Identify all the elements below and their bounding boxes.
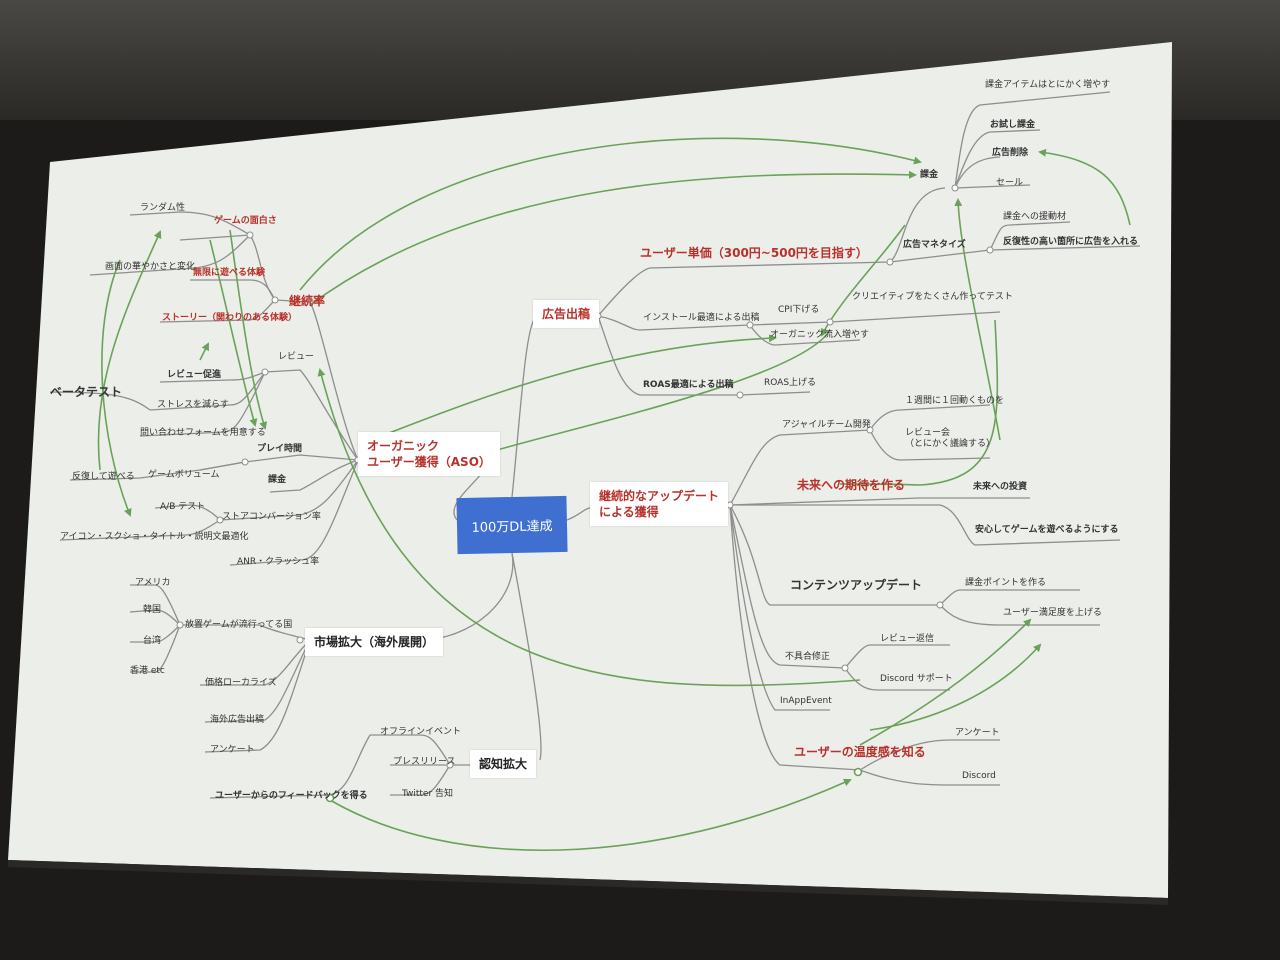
label-random: ランダム性 — [140, 203, 186, 213]
label-ab-test: A/B テスト — [160, 502, 206, 512]
label-america: アメリカ — [135, 578, 171, 588]
screen-bottom-shadow — [8, 860, 1168, 905]
label-enquete-left: アンケート — [210, 745, 255, 755]
center-node: 100万DL達成 — [456, 495, 568, 555]
branch-market: 市場拡大（海外展開） — [305, 628, 444, 657]
label-roas-saiteki: ROAS最適による出稿 — [643, 380, 734, 390]
label-anr: ANR・クラッシュ率 — [237, 557, 320, 567]
label-icon-ss: アイコン・スクショ・タイトル・説明文最適化 — [60, 532, 249, 542]
label-contents-update: コンテンツアップデート — [790, 578, 923, 592]
ondokan-dot — [853, 767, 863, 777]
label-korea: 韓国 — [143, 605, 162, 615]
label-hochi-game: 放置ゲームが流行ってる国 — [185, 620, 293, 630]
label-enquete-right: アンケート — [955, 728, 1000, 738]
feedback-dot — [325, 793, 335, 803]
label-cpi: CPI下げる — [778, 305, 820, 315]
label-kakin: 課金 — [920, 170, 939, 180]
label-manzoku: ユーザー満足度を上げる — [1003, 608, 1102, 618]
label-toiawase: 問い合わせフォームを用意する — [140, 428, 266, 438]
label-review-sokushin: レビュー促進 — [167, 370, 222, 380]
label-mirai-kitai: 未来への期待を作る — [797, 478, 906, 492]
label-price-local: 価格ローカライズ — [205, 678, 277, 688]
label-inappevent: InAppEvent — [780, 696, 832, 706]
branch-updates: 継続的なアップデート による獲得 — [590, 482, 729, 527]
label-kokoku-monetize: 広告マネタイズ — [903, 240, 966, 250]
label-gamen: 画面の華やかさと変化 — [105, 262, 196, 272]
label-game-omoshiro: ゲームの面白さ — [214, 216, 277, 226]
label-install-saiteki: インストール最適による出稿 — [643, 313, 760, 323]
label-user-tanka: ユーザー単価（300円~500円を目指す） — [640, 246, 868, 260]
label-game-volume: ゲームボリューム — [148, 470, 220, 480]
label-twitter: Twitter 告知 — [402, 789, 454, 799]
label-hanpuku: 反復性の高い箇所に広告を入れる — [1003, 237, 1139, 247]
label-store-cv: ストアコンバージョン率 — [222, 512, 321, 522]
label-play-jikan: プレイ時間 — [257, 444, 303, 454]
label-mirai-toshi: 未来への投資 — [973, 482, 1028, 492]
label-roas-ageru: ROAS上げる — [764, 378, 817, 388]
label-discord: Discord — [962, 771, 996, 781]
label-review-kai: レビュー会 （とにかく議論する） — [905, 428, 996, 450]
branch-awareness: 認知拡大 — [470, 750, 537, 779]
label-weekly: １週間に１回動くものを — [905, 396, 1005, 406]
label-sale: セール — [996, 178, 1024, 188]
label-hongkong: 香港 etc — [130, 666, 165, 676]
label-beta: ベータテスト — [50, 385, 123, 399]
label-taiwan: 台湾 — [143, 636, 162, 646]
cross-link-arrows — [97, 137, 1131, 852]
label-anshin: 安心してゲームを遊べるようにする — [975, 525, 1119, 535]
label-kakin-sozai: 課金への援動材 — [1003, 212, 1067, 222]
label-review-henshin: レビュー返信 — [880, 634, 935, 644]
label-mugen: 無限に遊べる体験 — [193, 268, 266, 278]
label-kakin-item: 課金アイテムはとにかく増やす — [985, 80, 1111, 90]
label-ondokan: ユーザーの温度感を知る — [794, 745, 926, 759]
label-stress: ストレスを減らす — [157, 400, 229, 410]
label-feedback: ユーザーからのフィードバックを得る — [215, 791, 368, 801]
label-review: レビュー — [278, 352, 315, 362]
label-fuguai: 不具合修正 — [785, 652, 831, 662]
label-organic-ryunyu: オーガニック流入増やす — [770, 330, 870, 340]
label-otameshi: お試し課金 — [990, 120, 1036, 130]
label-kakin-point: 課金ポイントを作る — [965, 578, 1047, 588]
label-hanpuku-asobu: 反復して遊べる — [72, 472, 135, 482]
label-kaigai-ad: 海外広告出稿 — [210, 715, 265, 725]
branch-lines — [49, 91, 1141, 799]
label-story: ストーリー（関わりのある体験） — [162, 313, 298, 323]
label-agile: アジャイルチーム開発 — [782, 420, 871, 430]
label-kakin-left: 課金 — [268, 475, 287, 485]
branch-ad: 広告出稿 — [533, 300, 600, 329]
branch-organic: オーガニック ユーザー獲得（ASO） — [358, 432, 500, 477]
label-creative: クリエイティブをたくさん作ってテスト — [852, 292, 1013, 302]
label-discord-support: Discord サポート — [880, 674, 953, 684]
label-keizoku: 継続率 — [289, 294, 326, 308]
label-kokoku-sakujo: 広告削除 — [992, 148, 1029, 158]
label-offline: オフラインイベント — [380, 727, 462, 737]
label-press: プレスリリース — [393, 757, 456, 767]
